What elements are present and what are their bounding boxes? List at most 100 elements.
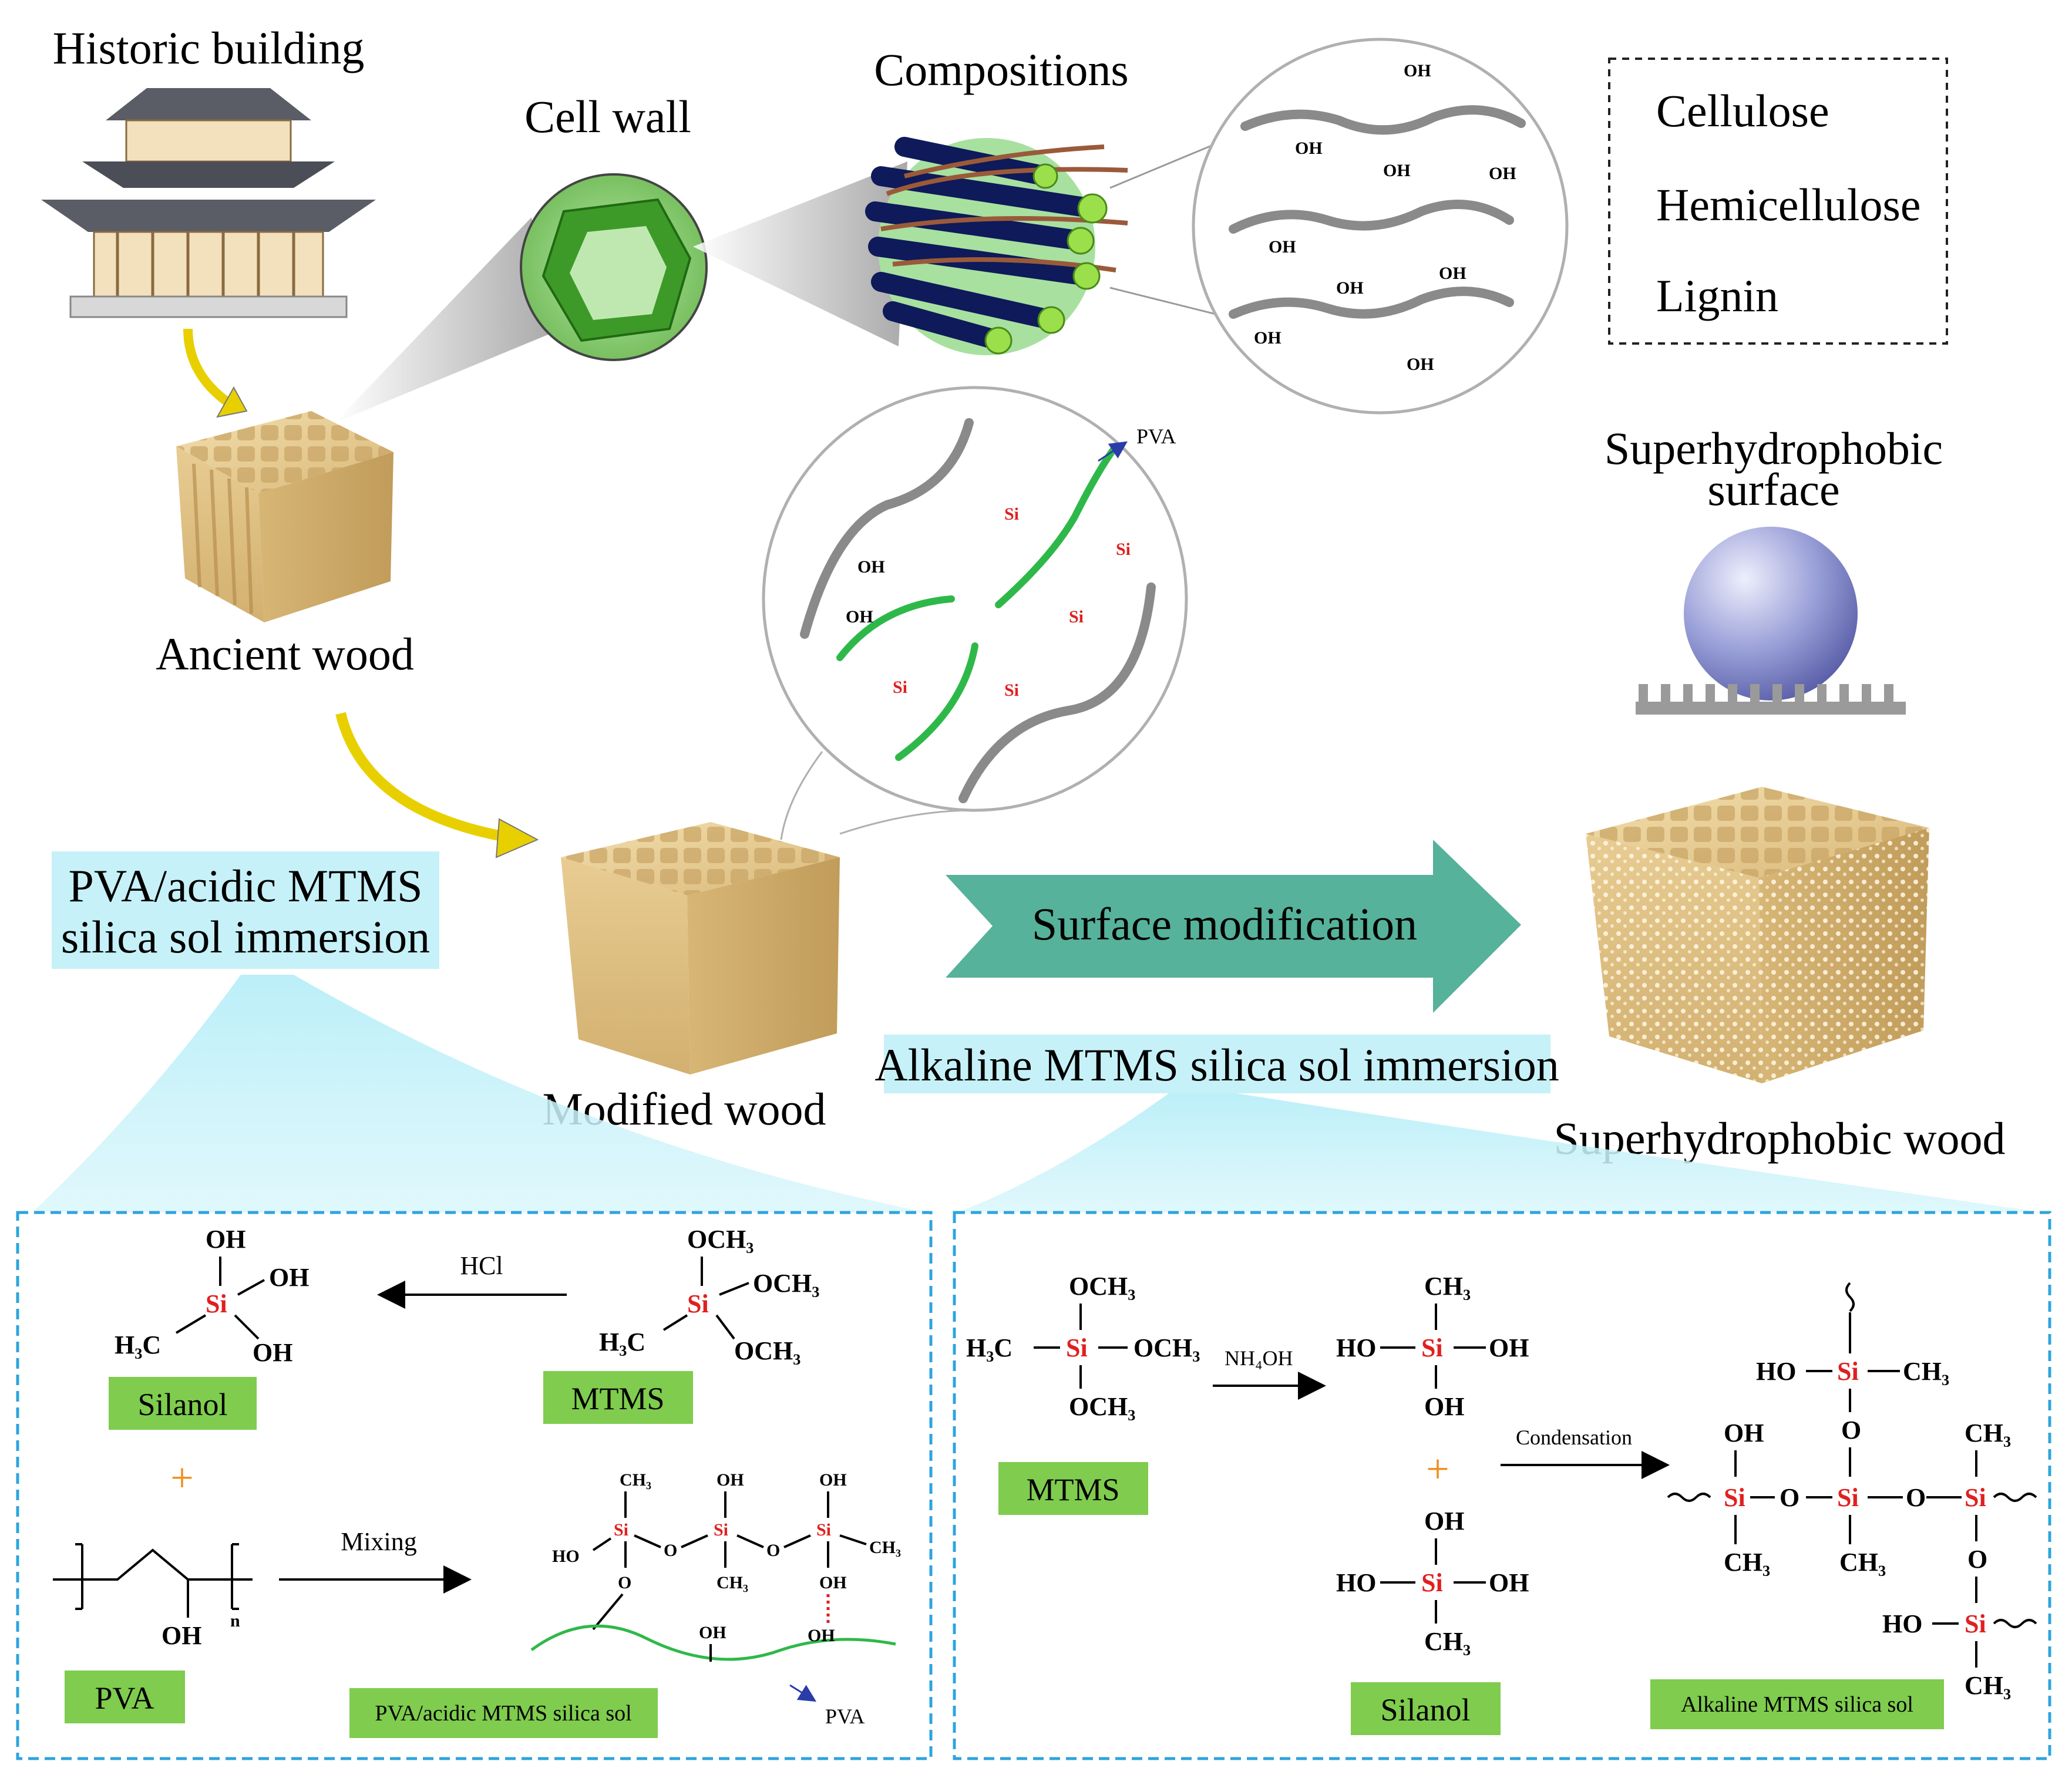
mixing-label: Mixing <box>341 1527 417 1556</box>
mtms-label-right: MTMS <box>1026 1472 1119 1507</box>
svg-text:OH: OH <box>808 1626 835 1645</box>
oh-label: OH <box>1404 61 1431 80</box>
silanol-label-box-right <box>1351 1682 1501 1735</box>
si-atom: Si <box>1116 540 1131 559</box>
oh-label: OH <box>1336 278 1364 298</box>
superhydrophobic-surface-label-line2: surface <box>1707 464 1839 515</box>
mtms-label-left: MTMS <box>571 1381 664 1416</box>
svg-text:HO: HO <box>552 1547 580 1566</box>
alkaline-immersion-label-box: Alkaline MTMS silica sol immersion <box>874 1035 1559 1093</box>
svg-text:O: O <box>766 1541 780 1560</box>
svg-text:OH: OH <box>717 1470 744 1490</box>
cell-wall-illustration <box>520 173 708 361</box>
svg-text:CH₃: CH₃ <box>869 1538 901 1557</box>
svg-text:OH: OH <box>1724 1419 1764 1447</box>
oh-label: OH <box>1295 139 1323 158</box>
ancient-wood-label: Ancient wood <box>156 628 414 679</box>
alkaline-product-label: Alkaline MTMS silica sol <box>1681 1692 1913 1717</box>
svg-text:OH: OH <box>1489 1568 1529 1597</box>
cyan-fan-left <box>32 975 928 1213</box>
pva-arrow-label: PVA <box>825 1705 865 1728</box>
svg-text:HO: HO <box>1336 1333 1376 1362</box>
svg-text:Si: Si <box>1066 1333 1088 1362</box>
alkaline-product-structure: Si HO CH₃ O Si CH₃ O O Si OH CH₃ Si CH₃ … <box>1667 1282 2037 1700</box>
oh-label: OH <box>1489 164 1516 183</box>
pva-label: PVA <box>95 1680 154 1716</box>
svg-text:Si: Si <box>1965 1609 1986 1638</box>
pva-label-box <box>65 1671 185 1723</box>
svg-text:OCH₃: OCH₃ <box>734 1336 800 1365</box>
zoom-cone-cell-wall <box>335 217 555 423</box>
svg-text:Si: Si <box>1837 1483 1859 1512</box>
svg-text:OH: OH <box>819 1573 847 1592</box>
svg-text:CH₃: CH₃ <box>1839 1548 1886 1577</box>
interaction-zoom-circle: PVA Si Si Si Si Si OH OH <box>762 386 1188 812</box>
svg-text:HO: HO <box>1882 1609 1922 1638</box>
svg-text:Si: Si <box>1965 1483 1986 1512</box>
svg-text:CH₃: CH₃ <box>1965 1419 2011 1447</box>
svg-text:CH₃: CH₃ <box>620 1470 651 1490</box>
oh-label: OH <box>1383 161 1411 180</box>
modified-wood-cube <box>561 822 840 1075</box>
svg-text:Si: Si <box>614 1520 628 1540</box>
silanol-label-left: Silanol <box>137 1387 227 1422</box>
historic-building-label: Historic building <box>53 22 365 73</box>
silanol-label-box <box>109 1377 257 1430</box>
si-atom: Si <box>1069 607 1084 627</box>
alkaline-product-label-box <box>1650 1679 1944 1729</box>
hcl-label: HCl <box>460 1251 503 1280</box>
zoom-pva-label: PVA <box>1136 425 1176 448</box>
oh-label: OH <box>1254 328 1281 348</box>
svg-text:Si: Si <box>1421 1568 1443 1597</box>
svg-text:OH: OH <box>162 1621 201 1650</box>
svg-text:CH₃: CH₃ <box>1424 1627 1471 1656</box>
pva-structure: OH n <box>53 1543 253 1650</box>
silanol-structure-left: OH Si OH OH H₃C <box>115 1225 309 1367</box>
svg-text:O: O <box>1906 1483 1926 1512</box>
mtms-structure-right: OCH₃ Si H₃C OCH₃ OCH₃ <box>966 1272 1200 1421</box>
pva-mtms-product-label: PVA/acidic MTMS silica sol <box>375 1701 631 1726</box>
superhydrophobic-wood-cube <box>1586 787 1929 1083</box>
compositions-label: Compositions <box>874 44 1128 95</box>
water-droplet-on-surface <box>1636 527 1906 715</box>
pva-immersion-label-line1: PVA/acidic MTMS <box>68 860 422 911</box>
svg-text:Si: Si <box>1421 1333 1443 1362</box>
svg-text:CH₃: CH₃ <box>1724 1548 1770 1577</box>
condensation-label: Condensation <box>1516 1426 1632 1449</box>
svg-text:Si: Si <box>1837 1357 1859 1386</box>
oh-label: OH <box>846 607 873 627</box>
legend-item-lignin: Lignin <box>1656 270 1778 321</box>
svg-text:Si: Si <box>687 1289 709 1318</box>
surface-modification-label: Surface modification <box>1032 898 1417 949</box>
pva-immersion-label-box: PVA/acidic MTMS silica sol immersion <box>52 851 439 969</box>
svg-text:CH₃: CH₃ <box>1965 1671 2011 1700</box>
svg-text:H₃C: H₃C <box>115 1331 161 1359</box>
svg-text:Si: Si <box>816 1520 831 1540</box>
svg-text:OH: OH <box>699 1623 726 1642</box>
mtms-structure-left: OCH₃ Si OCH₃ OCH₃ H₃C <box>599 1225 819 1365</box>
svg-text:OH: OH <box>253 1338 292 1367</box>
svg-text:OCH₃: OCH₃ <box>1133 1333 1200 1362</box>
superhydrophobic-surface-label-line1: Superhydrophobic <box>1605 423 1943 474</box>
right-reaction-panel <box>953 1211 2051 1760</box>
nh4oh-label: NH₄OH <box>1225 1346 1293 1370</box>
svg-text:OH: OH <box>269 1263 309 1292</box>
svg-text:HO: HO <box>1336 1568 1376 1597</box>
mtms-label-box-left <box>543 1371 693 1424</box>
silanol-label-right: Silanol <box>1380 1692 1470 1727</box>
zoom-cone-compositions <box>693 161 907 346</box>
svg-text:H₃C: H₃C <box>599 1328 645 1356</box>
oh-label: OH <box>857 557 885 577</box>
oh-label: OH <box>1269 237 1296 257</box>
svg-text:O: O <box>664 1541 677 1560</box>
svg-text:O: O <box>1780 1483 1799 1512</box>
surface-modification-arrow: Surface modification <box>946 840 1521 1013</box>
pva-mtms-product-label-box <box>349 1688 658 1738</box>
silanol-structure-right-bottom: OH Si HO OH CH₃ <box>1336 1507 1529 1656</box>
cyan-fan-right <box>957 1089 2044 1213</box>
ancient-wood-cube <box>176 411 393 622</box>
legend-item-hemicellulose: Hemicellulose <box>1656 179 1921 230</box>
svg-text:O: O <box>1841 1416 1861 1444</box>
zoom-connector-lines <box>780 751 976 840</box>
svg-text:OH: OH <box>206 1225 245 1254</box>
